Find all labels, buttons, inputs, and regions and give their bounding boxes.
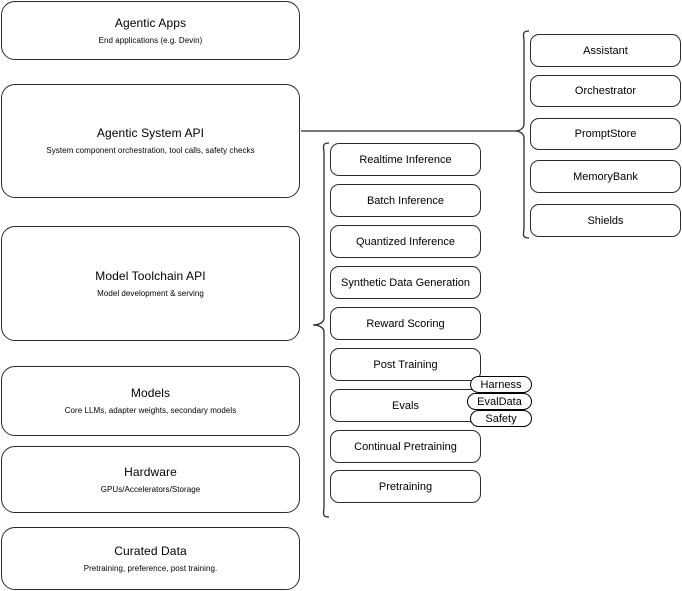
toolchain-component-label: Quantized Inference	[355, 235, 456, 248]
stack-layer-curated-data[interactable]: Curated Data Pretraining, preference, po…	[1, 527, 300, 590]
toolchain-component-label: Continual Pretraining	[354, 440, 457, 453]
toolchain-component-quantized-inference[interactable]: Quantized Inference	[330, 225, 481, 258]
toolchain-component-label: Evals	[392, 399, 419, 412]
evals-badge-harness[interactable]: Harness	[470, 376, 532, 393]
stack-layer-hardware[interactable]: Hardware GPUs/Accelerators/Storage	[1, 446, 300, 513]
toolchain-component-batch-inference[interactable]: Batch Inference	[330, 184, 481, 217]
stack-layer-title: Hardware	[124, 464, 177, 479]
stack-layer-agentic-system-api[interactable]: Agentic System API System component orch…	[1, 84, 300, 198]
stack-layer-agentic-apps[interactable]: Agentic Apps End applications (e.g. Devi…	[1, 1, 300, 60]
toolchain-component-reward-scoring[interactable]: Reward Scoring	[330, 307, 481, 340]
system-component-assistant[interactable]: Assistant	[530, 34, 681, 67]
evals-badge-label: Safety	[485, 412, 517, 425]
stack-layer-subtitle: Model development & serving	[97, 288, 204, 298]
evals-badge-label: Harness	[480, 378, 522, 391]
stack-layer-title: Agentic Apps	[114, 15, 187, 30]
stack-layer-models[interactable]: Models Core LLMs, adapter weights, secon…	[1, 366, 300, 436]
evals-badge-safety[interactable]: Safety	[470, 410, 532, 427]
toolchain-component-label: Batch Inference	[366, 194, 445, 207]
stack-layer-subtitle: End applications (e.g. Devin)	[98, 35, 203, 45]
stack-layer-model-toolchain-api[interactable]: Model Toolchain API Model development & …	[1, 226, 300, 341]
stack-layer-subtitle: Core LLMs, adapter weights, secondary mo…	[64, 406, 237, 415]
toolchain-component-post-training[interactable]: Post Training	[330, 348, 481, 381]
bracket-toolchain-components	[312, 142, 330, 518]
system-component-label: MemoryBank	[573, 170, 638, 183]
system-component-label: PromptStore	[574, 128, 637, 140]
system-component-label: Assistant	[583, 44, 628, 57]
stack-layer-subtitle: GPUs/Accelerators/Storage	[100, 484, 201, 494]
toolchain-component-continual-pretraining[interactable]: Continual Pretraining	[330, 430, 481, 463]
system-component-label: Shields	[587, 214, 624, 227]
toolchain-component-label: Reward Scoring	[366, 317, 445, 330]
evals-badge-evaldata[interactable]: EvalData	[467, 393, 532, 410]
toolchain-component-pretraining[interactable]: Pretraining	[330, 470, 481, 503]
stack-layer-title: Curated Data	[114, 543, 187, 558]
evals-badge-label: EvalData	[477, 395, 522, 408]
system-component-memorybank[interactable]: MemoryBank	[530, 160, 681, 193]
system-component-shields[interactable]: Shields	[530, 204, 681, 237]
stack-layer-title: Model Toolchain API	[95, 268, 206, 283]
toolchain-component-synthetic-data-generation[interactable]: Synthetic Data Generation	[330, 266, 481, 299]
system-component-orchestrator[interactable]: Orchestrator	[530, 75, 681, 107]
system-component-promptstore[interactable]: PromptStore	[530, 118, 681, 150]
toolchain-component-evals[interactable]: Evals	[330, 389, 481, 422]
toolchain-component-realtime-inference[interactable]: Realtime Inference	[330, 143, 481, 176]
toolchain-component-label: Synthetic Data Generation	[340, 276, 471, 289]
stack-layer-subtitle: System component orchestration, tool cal…	[46, 146, 255, 155]
toolchain-component-label: Pretraining	[378, 480, 433, 493]
stack-layer-title: Models	[130, 386, 171, 400]
system-component-label: Orchestrator	[574, 85, 637, 97]
bracket-system-components	[514, 30, 530, 239]
stack-layer-subtitle: Pretraining, preference, post training.	[83, 563, 218, 573]
toolchain-component-label: Realtime Inference	[359, 153, 452, 166]
stack-layer-title: Agentic System API	[96, 126, 205, 140]
toolchain-component-label: Post Training	[373, 358, 438, 371]
